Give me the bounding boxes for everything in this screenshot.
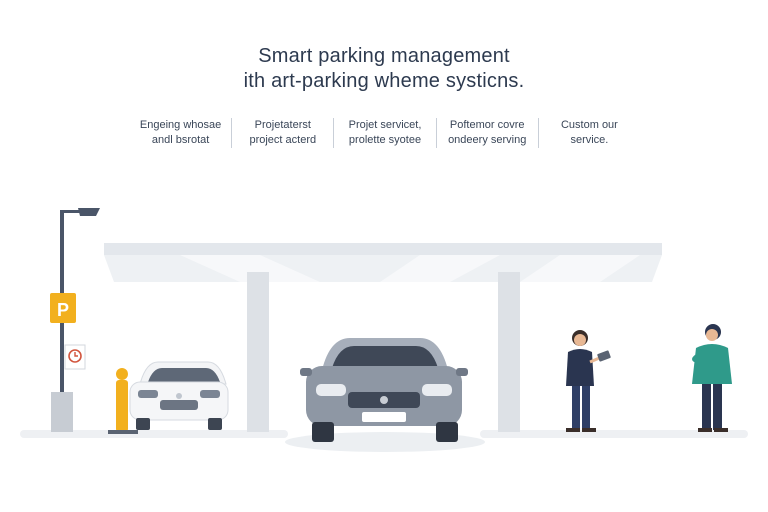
- person-on-phone: [692, 324, 732, 432]
- car-main: [300, 338, 468, 442]
- feature-label: service.: [570, 134, 609, 146]
- feature-item: Projet servicet, prolette syotee: [333, 118, 435, 148]
- clock-sign-icon: [64, 344, 86, 370]
- feature-item: Engeing whosae andl bsrotat: [130, 118, 231, 148]
- parking-canopy: [104, 243, 662, 432]
- feature-label: Custom our: [560, 119, 618, 131]
- car-shadow: [285, 432, 485, 452]
- feature-label: Projet servicet,: [348, 119, 422, 131]
- ground-strip: [20, 430, 288, 438]
- person-attendant: [566, 330, 611, 432]
- canopy-pillar: [498, 272, 520, 432]
- feature-list: Engeing whosae andl bsrotat Projetaterst…: [130, 118, 640, 148]
- ground-strip: [480, 430, 748, 438]
- parking-sign-label: P: [57, 300, 69, 320]
- feature-item: Projetaterst project acterd: [231, 118, 333, 148]
- feature-label: project acterd: [249, 134, 317, 146]
- page-subtitle: ith art-parking wheme systicns.: [243, 70, 525, 92]
- canopy-pillar: [247, 272, 269, 432]
- feature-label: Projetaterst: [254, 119, 311, 131]
- car-small: [129, 361, 229, 430]
- feature-item: Custom our service.: [537, 118, 640, 148]
- feature-item: Poftemor covre ondeery serving: [435, 118, 538, 148]
- feature-label: Poftemor covre: [449, 119, 525, 131]
- feature-label: Engeing whosae: [139, 119, 222, 131]
- page-title: Smart parking management: [258, 45, 510, 67]
- parking-sign-icon: P: [50, 293, 76, 323]
- feature-label: ondeery serving: [448, 134, 527, 146]
- charging-bollard: [108, 368, 138, 434]
- feature-label: prolette syotee: [348, 134, 422, 146]
- feature-label: andl bsrotat: [151, 134, 210, 146]
